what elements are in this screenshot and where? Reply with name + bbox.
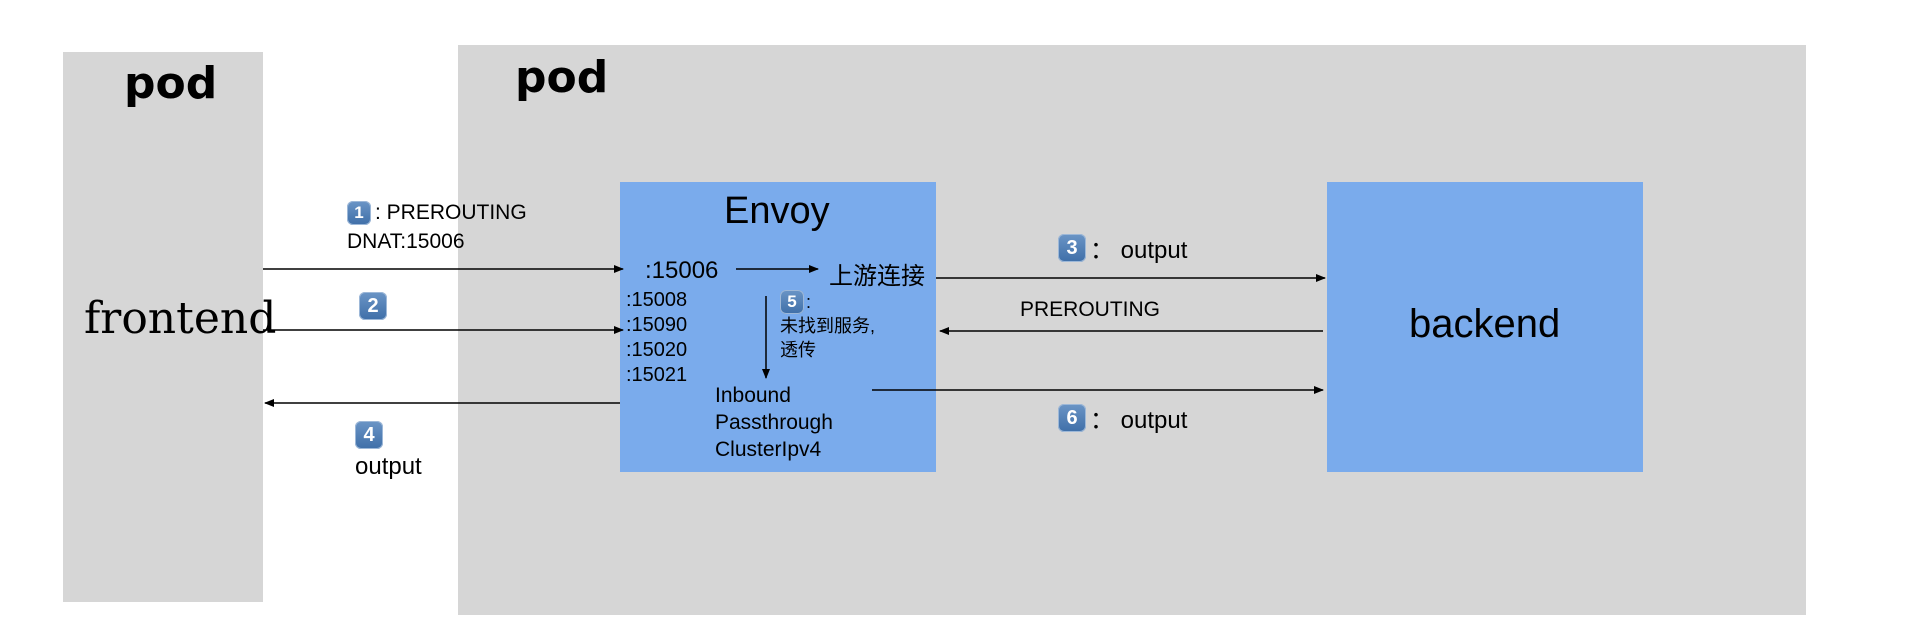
frontend-pod-title: pod [124, 58, 218, 109]
step6-badge: 6 [1058, 403, 1086, 432]
step5-badge: 5 [780, 290, 804, 314]
envoy-box [620, 182, 936, 472]
envoy-port: :15020 [626, 339, 688, 361]
step5-annotation: 5 : 未找到服务, 透传 [780, 290, 875, 362]
envoy-title: Envoy [724, 190, 830, 232]
inbound-passthrough-cluster: Inbound Passthrough ClusterIpv4 [715, 382, 833, 463]
cluster-line: Inbound [715, 384, 791, 407]
envoy-main-port: :15006 [645, 257, 719, 284]
backend-pod-title: pod [515, 52, 609, 103]
envoy-port: :15090 [626, 314, 688, 336]
prerouting-label: PREROUTING [1020, 298, 1161, 321]
step1-chain: : PREROUTING [375, 201, 527, 224]
step1-annotation: 1 : PREROUTING DNAT:15006 [347, 198, 527, 256]
step3-badge: 3 [1058, 233, 1086, 262]
step4-text: output [355, 453, 422, 480]
step2-badge: 2 [359, 292, 387, 320]
step1-dnat: DNAT:15006 [347, 230, 465, 253]
cluster-line: Passthrough [715, 411, 833, 434]
step5-line2: 透传 [780, 340, 816, 360]
envoy-port-list: :15008 :15090 :15020 :15021 [626, 288, 687, 388]
step1-badge: 1 [347, 200, 371, 225]
envoy-port: :15021 [626, 364, 688, 386]
frontend-label: frontend [84, 293, 277, 344]
backend-box [1327, 182, 1643, 472]
cluster-line: ClusterIpv4 [715, 438, 822, 461]
upstream-connection-label: 上游连接 [829, 262, 925, 290]
step4-annotation: 4 output [355, 421, 422, 481]
backend-label: backend [1409, 302, 1561, 346]
step5-line1: 未找到服务, [780, 316, 876, 336]
envoy-port: :15008 [626, 289, 688, 311]
step3-annotation: 3 ： output [1058, 230, 1187, 265]
frontend-pod [63, 52, 263, 602]
step6-annotation: 6 ： output [1058, 400, 1187, 435]
step5-colon: : [806, 292, 812, 312]
step6-text: ： output [1090, 407, 1188, 434]
step3-text: ： output [1090, 237, 1188, 264]
step4-badge: 4 [355, 421, 383, 449]
